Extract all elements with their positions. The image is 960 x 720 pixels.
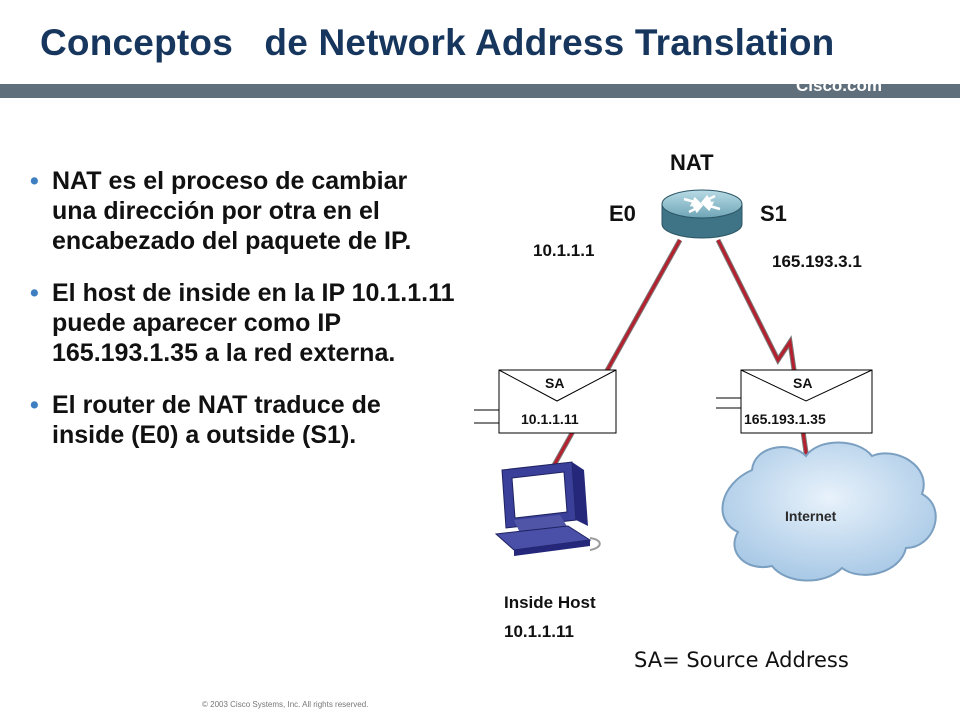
bullet-icon: •: [30, 167, 39, 195]
cloud-label: Internet: [785, 508, 837, 524]
bullet-list: • NAT es el proceso de cambiar una direcc…: [28, 166, 458, 472]
inside-interface-label: E0: [609, 201, 636, 226]
host-ip-label: 10.1.1.11: [504, 622, 574, 641]
bullet-text: El router de NAT traduce de inside (E0) …: [52, 391, 381, 449]
bullet-icon: •: [30, 391, 39, 419]
packet-envelope-icon: [474, 369, 617, 434]
router-icon: [661, 189, 743, 239]
bullet-text: NAT es el proceso de cambiar una direcci…: [52, 167, 412, 255]
bullet-item: • El router de NAT traduce de inside (E0)…: [28, 390, 458, 450]
page-title: Conceptos de Network Address Translation: [40, 22, 835, 63]
bullet-item: • NAT es el proceso de cambiar una direcc…: [28, 166, 458, 256]
host-label: Inside Host: [504, 593, 596, 612]
packet-address: 165.193.1.35: [744, 411, 826, 427]
copyright-footer: © 2003 Cisco Systems, Inc. All rights re…: [202, 700, 369, 709]
packet-field-label: SA: [545, 375, 565, 391]
legend-text: SA= Source Address: [634, 648, 849, 672]
outside-ip-label: 165.193.3.1: [772, 252, 862, 271]
packet-envelope-icon: [716, 369, 873, 434]
outside-interface-label: S1: [760, 201, 787, 226]
bullet-item: • El host de inside en la IP 10.1.1.11 pu…: [28, 278, 458, 368]
inside-ip-label: 10.1.1.1: [533, 241, 595, 260]
router-label: NAT: [670, 150, 714, 175]
packet-address: 10.1.1.11: [521, 411, 579, 427]
header-bar: [0, 84, 960, 98]
inside-link: [540, 238, 683, 487]
pc-icon: [494, 461, 601, 556]
bullet-icon: •: [30, 279, 39, 307]
packet-field-label: SA: [793, 375, 813, 391]
cloud-icon: [721, 441, 937, 582]
bullet-text: El host de inside en la IP 10.1.1.11 pue…: [52, 279, 455, 367]
brand-logo: Cisco.com: [796, 76, 882, 95]
